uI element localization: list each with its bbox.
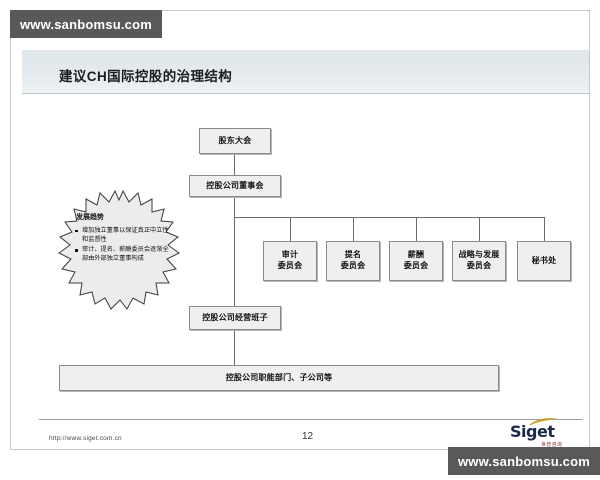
node-management-team[interactable]: 控股公司经营班子 [189,306,281,330]
siget-logo: Siget 世普咨询 [507,417,583,449]
callout-title: 发展趋势 [76,214,104,221]
audit-line1: 审计 [281,250,299,260]
node-shareholders-meeting-label: 股东大会 [218,135,252,145]
audit-line2: 委员会 [277,261,303,270]
header-band [22,50,589,94]
connector-committee-bus [234,217,544,218]
node-secretariat-label: 秘书处 [531,255,557,265]
node-strategy-development-committee-label: 战略与发展 委员会 [457,250,502,272]
connector-management-departments [234,330,235,365]
node-audit-committee[interactable]: 审计 委员会 [263,241,317,281]
footer-url[interactable]: http://www.siget.com.cn [49,435,122,442]
connector-drop-remuneration [416,217,417,241]
watermark-bottom: www.sanbomsu.com [448,447,600,475]
nomination-line2: 委员会 [340,261,366,270]
callout-bullet-item: 审计、提名、薪酬委员会逐渐全部由外部独立董事构成 [74,245,174,264]
node-secretariat[interactable]: 秘书处 [517,241,571,281]
strategy-line2: 委员会 [466,261,492,270]
node-management-team-label: 控股公司经营班子 [202,312,268,322]
remuneration-line1: 薪酬 [407,250,425,260]
logo-swoosh-icon [529,418,558,425]
callout-bullet-item: 增加独立董事以保证真正中立性和监督性 [74,226,174,245]
connector-drop-secretariat [544,217,545,241]
footer-divider [39,419,583,420]
node-remuneration-committee-label: 薪酬 委员会 [402,250,431,272]
callout-bullet-list: 增加独立董事以保证真正中立性和监督性 审计、提名、薪酬委员会逐渐全部由外部独立董… [74,226,174,264]
logo-subtext: 世普咨询 [541,442,563,448]
connector-shareholders-board [234,154,235,175]
node-board-of-directors-label: 控股公司董事会 [206,180,264,190]
callout-content: 发展趋势 增加独立董事以保证真正中立性和监督性 审计、提名、薪酬委员会逐渐全部由… [74,213,174,265]
remuneration-line2: 委员会 [403,261,429,270]
starburst-shape-icon [58,189,180,310]
development-trends-callout: 发展趋势 增加独立董事以保证真正中立性和监督性 审计、提名、薪酬委员会逐渐全部由… [56,189,190,313]
connector-drop-audit [290,217,291,241]
slide-canvas: 建议CH国际控股的治理结构 股东大会 控股公司董事会 审计 委员会 [10,10,590,450]
connector-drop-strategy [479,217,480,241]
node-audit-committee-label: 审计 委员会 [276,250,305,272]
node-nomination-committee[interactable]: 提名 委员会 [326,241,380,281]
logo-wordmark: Siget [510,422,555,441]
node-nomination-committee-label: 提名 委员会 [339,250,368,272]
node-board-of-directors[interactable]: 控股公司董事会 [189,175,281,197]
node-functional-departments-label: 控股公司职能部门、子公司等 [225,372,333,382]
connector-trunk-management [234,217,235,306]
node-functional-departments[interactable]: 控股公司职能部门、子公司等 [59,365,499,391]
page-number: 12 [302,431,314,442]
node-remuneration-committee[interactable]: 薪酬 委员会 [389,241,443,281]
node-strategy-development-committee[interactable]: 战略与发展 委员会 [452,241,506,281]
nomination-line1: 提名 [344,250,362,260]
org-chart: 股东大会 控股公司董事会 审计 委员会 提名 委员会 薪酬 委员会 [11,11,589,449]
connector-drop-nomination [353,217,354,241]
watermark-top: www.sanbomsu.com [10,10,162,38]
strategy-line1: 战略与发展 [458,250,500,260]
connector-board-trunk [234,197,235,217]
node-shareholders-meeting[interactable]: 股东大会 [199,128,271,154]
page-title: 建议CH国际控股的治理结构 [59,69,233,84]
